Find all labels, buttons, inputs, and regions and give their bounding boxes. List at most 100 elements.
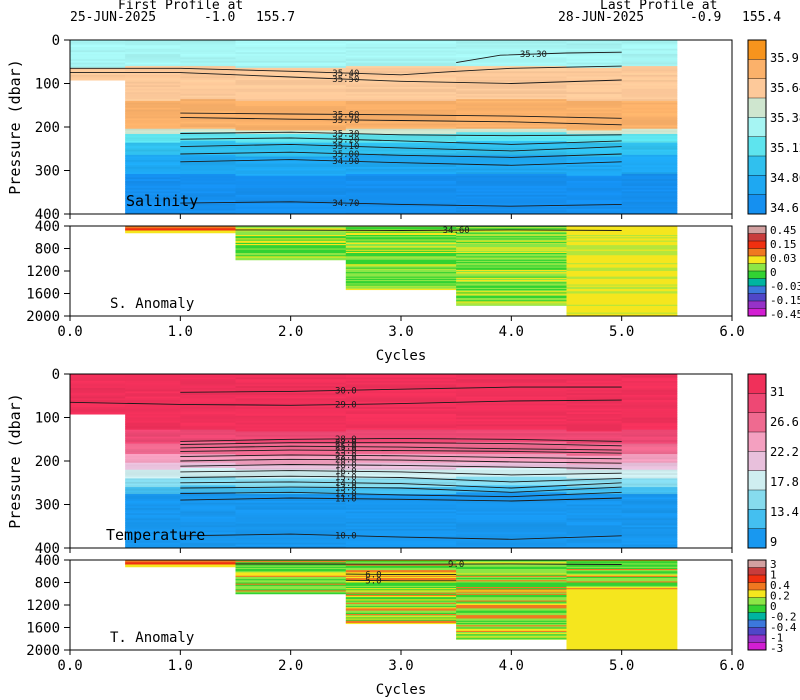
- heat-cell: [345, 280, 457, 282]
- heat-cell: [621, 495, 678, 499]
- heat-cell: [180, 521, 236, 525]
- heat-cell: [456, 581, 567, 583]
- heat-cell: [456, 184, 567, 187]
- heat-cell: [235, 461, 347, 464]
- contour-label: 10.0: [335, 532, 357, 542]
- heat-cell: [345, 120, 457, 123]
- heat-cell: [345, 114, 457, 118]
- heat-cell: [456, 597, 567, 599]
- heat-cell: [456, 561, 567, 563]
- heat-cell: [566, 173, 623, 177]
- heat-cell: [345, 52, 457, 55]
- heat-cell: [235, 137, 347, 140]
- heat-cell: [621, 104, 678, 107]
- heat-cell: [621, 410, 678, 413]
- heat-cell: [235, 59, 347, 62]
- heat-cell: [566, 396, 623, 399]
- heat-cell: [456, 626, 567, 628]
- heat-cell: [566, 518, 623, 521]
- heat-cell: [621, 408, 678, 412]
- heat-cell: [566, 231, 678, 234]
- heat-cell: [456, 228, 567, 230]
- heat-cell: [566, 375, 623, 378]
- heat-cell: [235, 410, 347, 413]
- heat-cell: [125, 502, 181, 505]
- heat-cell: [566, 262, 678, 264]
- heat-cell: [345, 230, 457, 233]
- heat-cell: [235, 382, 347, 385]
- heat-cell: [456, 417, 567, 420]
- heat-cell: [456, 210, 567, 213]
- heat-cell: [345, 560, 457, 562]
- heat-cell: [456, 71, 567, 74]
- heat-cell: [180, 123, 236, 126]
- heat-cell: [125, 487, 181, 490]
- heat-cell: [235, 546, 347, 549]
- heat-cell: [180, 478, 236, 481]
- heat-cell: [345, 575, 457, 578]
- colorbar-label: -0.4: [770, 621, 797, 634]
- heat-cell: [566, 244, 678, 246]
- heat-cell: [180, 100, 236, 104]
- heat-cell: [621, 427, 678, 431]
- heat-cell: [456, 194, 567, 198]
- heat-cell: [235, 396, 347, 399]
- heat-cell: [621, 193, 678, 196]
- heat-cell: [125, 520, 181, 523]
- x-tick-label: 0.0: [57, 658, 82, 674]
- heat-cell: [235, 420, 347, 424]
- heat-cell: [566, 476, 623, 479]
- heat-cell: [125, 147, 181, 151]
- heat-cell: [566, 264, 678, 266]
- colorbar-label: 34.86: [770, 171, 800, 185]
- heat-cell: [235, 587, 347, 589]
- heat-cell: [345, 262, 457, 264]
- heat-cell: [345, 173, 457, 177]
- heat-cell: [621, 113, 678, 116]
- heat-cell: [621, 194, 678, 198]
- heat-cell: [456, 274, 567, 276]
- heat-cell: [70, 382, 126, 385]
- heat-cell: [456, 259, 567, 262]
- heat-cell: [566, 107, 623, 111]
- heat-cell: [566, 474, 623, 478]
- heat-cell: [345, 469, 457, 472]
- heat-cell: [70, 375, 126, 378]
- heat-cell: [125, 469, 181, 472]
- heat-cell: [621, 516, 678, 519]
- heat-cell: [125, 62, 181, 65]
- heat-cell: [235, 471, 347, 474]
- heat-cell: [456, 389, 567, 392]
- heat-cell: [345, 509, 457, 512]
- heat-cell: [566, 618, 678, 621]
- heat-cell: [180, 485, 236, 488]
- heat-cell: [235, 576, 347, 579]
- heat-cell: [235, 208, 347, 212]
- heat-cell: [621, 100, 678, 104]
- heat-cell: [180, 175, 236, 178]
- heat-cell: [566, 53, 623, 57]
- heat-cell: [566, 228, 678, 230]
- heat-cell: [345, 452, 457, 455]
- heat-cell: [456, 121, 567, 125]
- heat-cell: [566, 466, 623, 469]
- heat-cell: [345, 567, 457, 570]
- heat-cell: [456, 602, 567, 605]
- heat-cell: [125, 193, 181, 196]
- heat-cell: [70, 73, 126, 76]
- heat-cell: [180, 189, 236, 192]
- contour-line: [180, 464, 622, 470]
- heat-cell: [456, 111, 567, 114]
- heat-cell: [621, 407, 678, 410]
- heat-cell: [566, 641, 678, 643]
- heat-cell: [125, 168, 181, 171]
- heat-cell: [125, 488, 181, 492]
- heat-cell: [125, 93, 181, 97]
- colorbar-swatch: [747, 270, 767, 280]
- y-tick-label: 400: [35, 541, 60, 557]
- heat-cell: [125, 198, 181, 201]
- colorbar-swatch: [747, 285, 767, 295]
- heat-cell: [180, 525, 236, 528]
- colorbar-swatch: [747, 97, 767, 118]
- heat-cell: [125, 107, 181, 111]
